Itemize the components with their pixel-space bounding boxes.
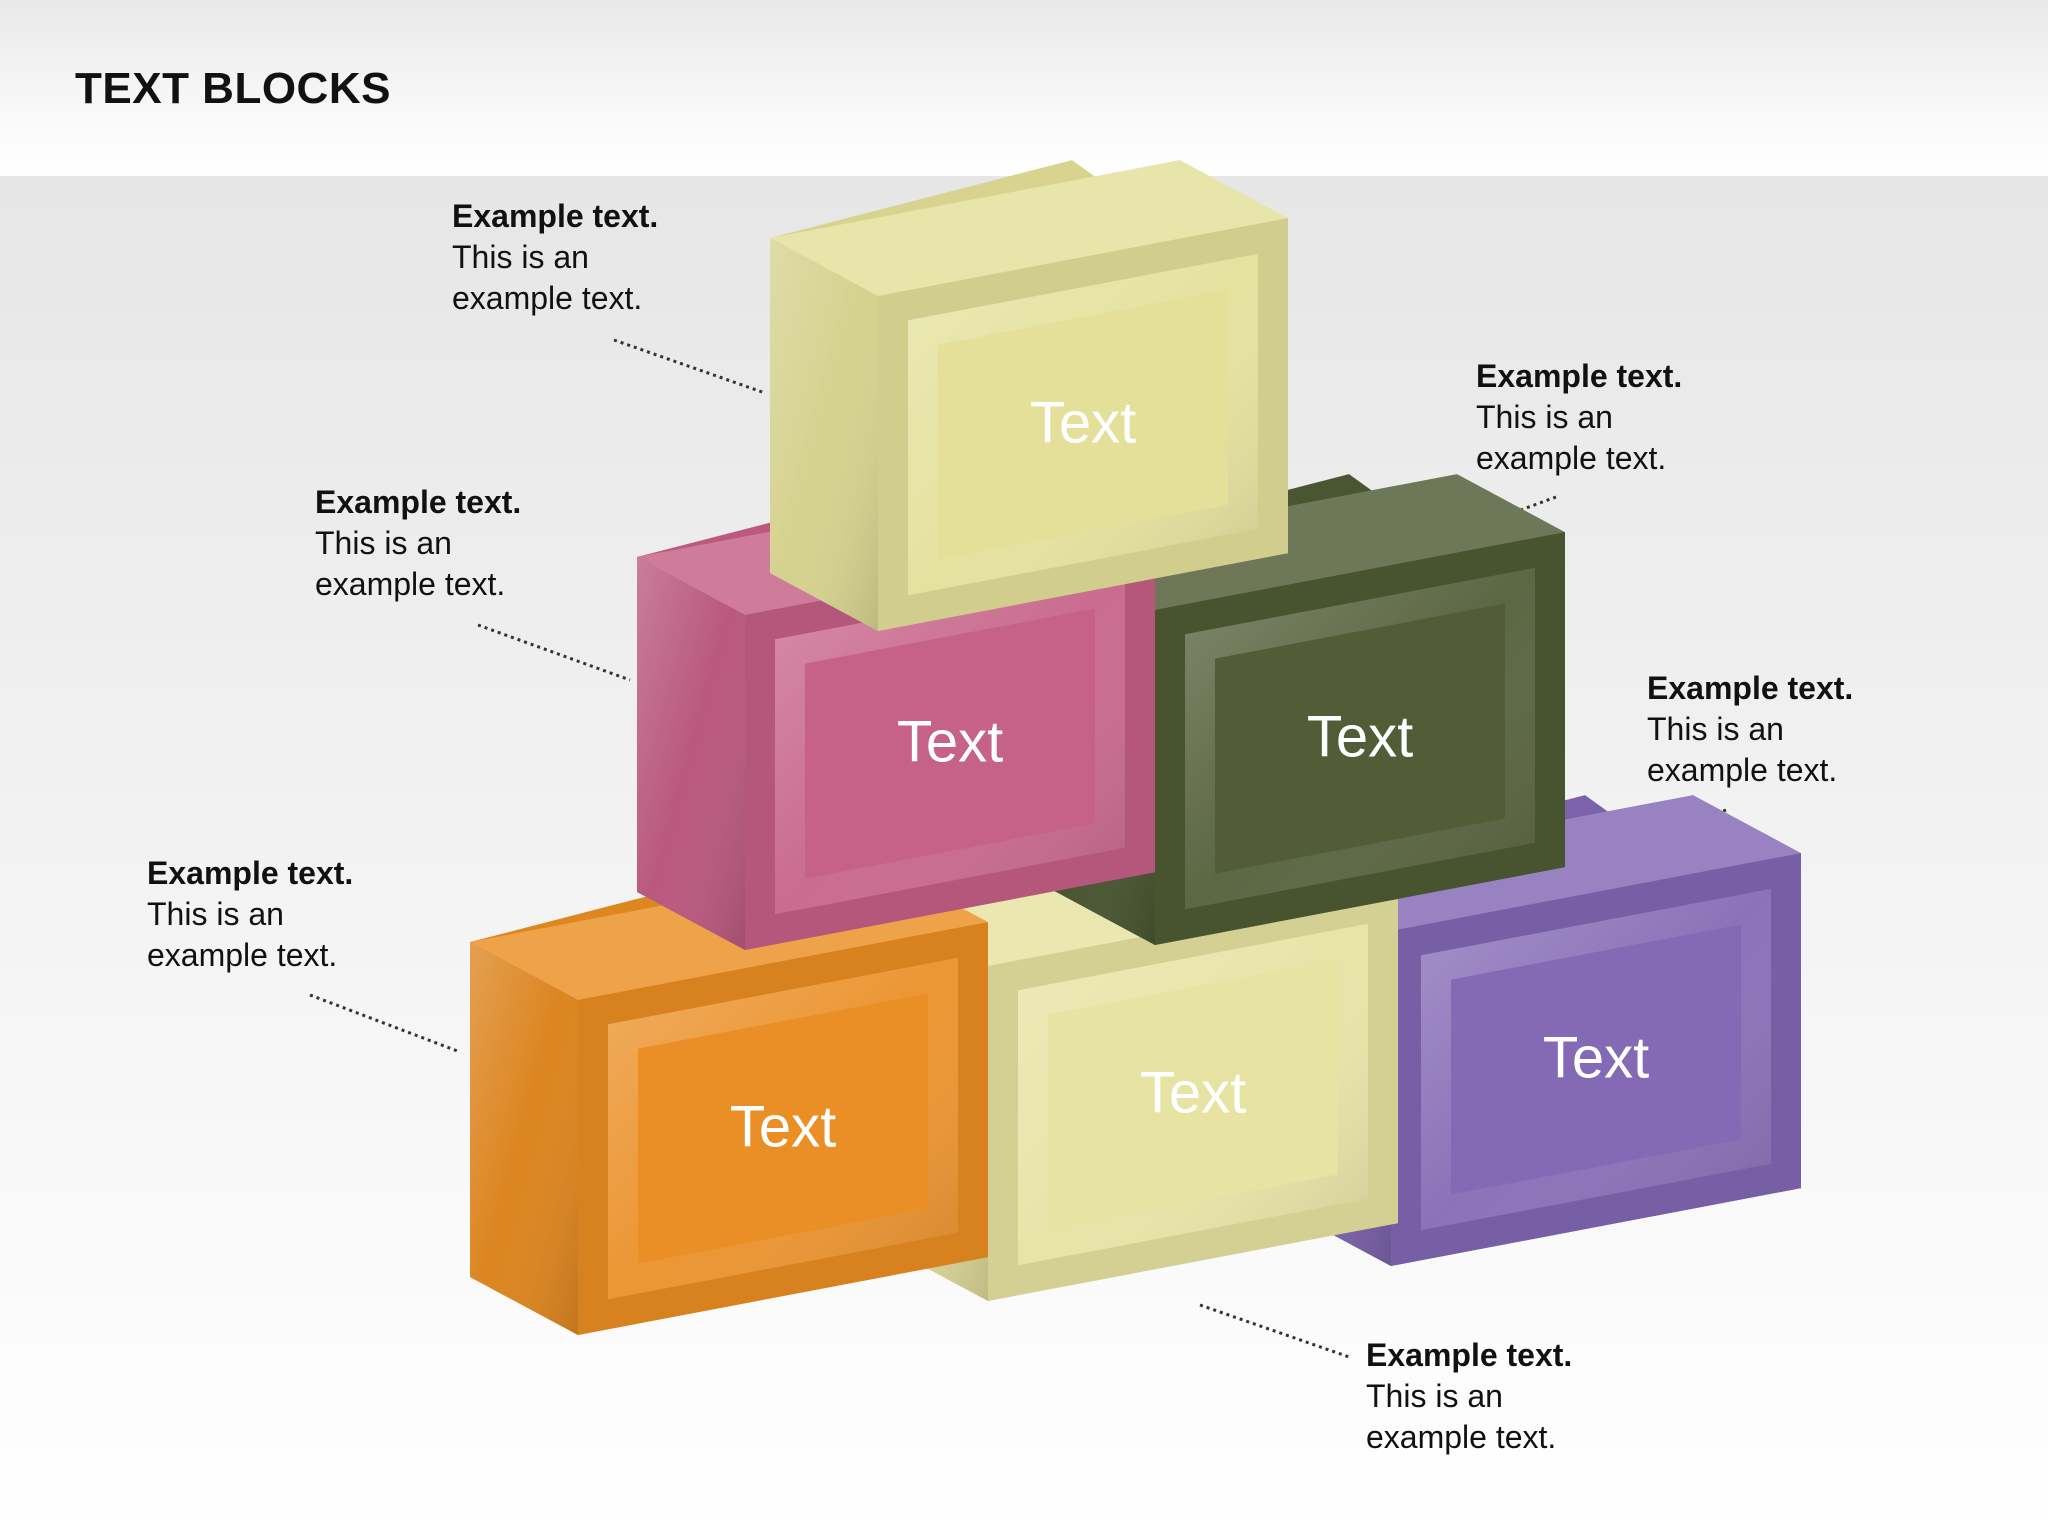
callout-top-left: Example text. This is an example text. xyxy=(452,196,712,319)
callout-heading: Example text. xyxy=(1476,358,1683,394)
page-title: TEXT BLOCKS xyxy=(75,64,391,113)
callout-bottom-left: Example text. This is an example text. xyxy=(147,853,407,976)
cube-label: Text xyxy=(1307,705,1413,770)
callout-body: This is an example text. xyxy=(147,896,338,973)
callout-body: This is an example text. xyxy=(1647,711,1838,788)
callout-heading: Example text. xyxy=(452,198,659,234)
callout-body: This is an example text. xyxy=(1366,1378,1557,1455)
cube-side-gloss xyxy=(770,238,878,631)
cube-side-gloss xyxy=(470,942,578,1335)
cube-label: Text xyxy=(1030,391,1136,456)
cube-inner-well xyxy=(938,289,1228,560)
cube-label: Text xyxy=(1543,1026,1649,1091)
cube-top-yellow: Text xyxy=(770,160,1288,631)
callout-heading: Example text. xyxy=(315,484,522,520)
callout-body: This is an example text. xyxy=(452,239,643,316)
cube-top-face xyxy=(1047,474,1565,610)
cube-label: Text xyxy=(1140,1061,1246,1126)
cube-top-face xyxy=(770,160,1288,296)
callout-heading: Example text. xyxy=(1647,670,1854,706)
callout-connector xyxy=(477,623,631,682)
callout-heading: Example text. xyxy=(147,855,354,891)
cube-side-gloss xyxy=(637,557,745,950)
callout-middle-left: Example text. This is an example text. xyxy=(315,482,575,605)
callout-connector xyxy=(1199,1303,1353,1360)
cube-inner-well xyxy=(1451,924,1741,1195)
cube-bottom-orange: Text xyxy=(470,864,988,1335)
cube-label: Text xyxy=(730,1095,836,1160)
cube-inner-well xyxy=(1048,959,1338,1230)
callout-top-right: Example text. This is an example text. xyxy=(1476,356,1736,479)
callout-connector xyxy=(309,993,461,1054)
callout-connector xyxy=(613,338,766,395)
cube-inner-well xyxy=(805,608,1095,879)
callout-bottom-right: Example text. This is an example text. xyxy=(1366,1335,1626,1458)
callout-body: This is an example text. xyxy=(315,525,506,602)
callout-heading: Example text. xyxy=(1366,1337,1573,1373)
cube-label: Text xyxy=(897,710,1003,775)
cube-inner-well xyxy=(638,993,928,1264)
callout-body: This is an example text. xyxy=(1476,399,1667,476)
callout-middle-right: Example text. This is an example text. xyxy=(1647,668,1907,791)
header-band xyxy=(0,0,2048,176)
cube-inner-well xyxy=(1215,603,1505,874)
